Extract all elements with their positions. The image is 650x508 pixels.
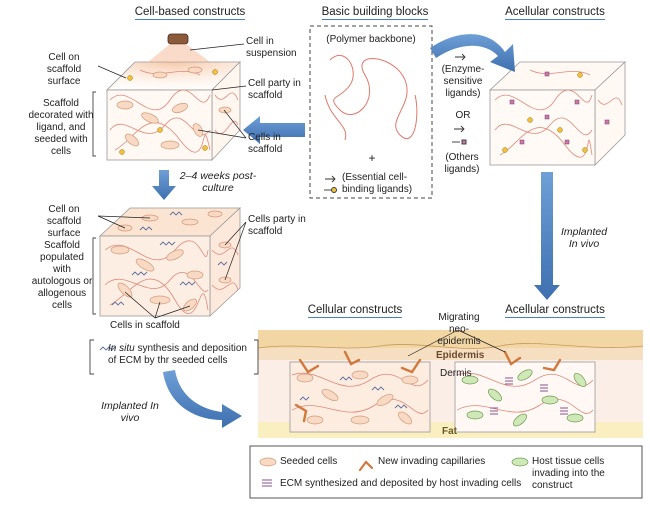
label-scaffold-populated: Scaffold populated with autologous or al…	[31, 240, 93, 311]
header-basic-blocks: Basic building blocks	[321, 6, 429, 20]
legend-seeded-cells: Seeded cells	[280, 456, 338, 467]
label-cell-on-scaffold-surface: Cell on scaffold surface	[46, 52, 82, 87]
cell-based-cube	[106, 33, 241, 162]
polymer-backbone-box	[309, 25, 433, 199]
header-cell-based: Cell-based constructs	[134, 6, 246, 20]
label-enzyme-ligands: (Enzyme-sensitive ligands)	[441, 64, 485, 99]
label-cells-in-scaffold-2: Cells in scaffold	[110, 320, 180, 331]
ecm-note-bracket	[89, 339, 259, 375]
label-implanted-right: Implanted In vivo	[560, 226, 608, 250]
header-acellular-top: Acellular constructs	[505, 6, 605, 20]
legend-box	[249, 445, 643, 499]
flow-arrows	[152, 34, 560, 428]
label-others-ligands: (Others ligands)	[444, 152, 480, 175]
legend-ecm-host: ECM synthesized and deposited by host in…	[280, 478, 522, 489]
label-implanted-left: Implanted In vivo	[101, 400, 159, 424]
acellular-ligand-glyphs	[324, 53, 467, 193]
post-culture-cube	[98, 207, 242, 317]
label-post-culture: 2–4 weeks post-culture	[179, 170, 257, 194]
legend-host-cells: Host tissue cells invading into the cons…	[532, 456, 605, 491]
header-acellular-bottom: Acellular constructs	[505, 304, 605, 318]
label-dermis: Dermis	[440, 368, 472, 379]
label-cell-party-in-scaffold: Cell party in scaffold	[248, 78, 301, 101]
label-or: OR	[455, 110, 471, 121]
ecm-note: In situ synthesis and deposition of ECM …	[108, 343, 254, 367]
label-cells-in-scaffold: Cells in scaffold	[248, 132, 283, 155]
skin-tissue	[257, 330, 644, 438]
ecm-note-italic: In situ	[108, 343, 135, 354]
label-cells-party-in-scaffold: Cells party in scaffold	[248, 214, 306, 237]
label-migrating-neo-epidermis: Migrating neo-epidermis	[437, 312, 481, 347]
label-cell-in-suspension: Cell in suspension	[246, 36, 297, 59]
label-brackets	[92, 91, 96, 315]
label-fat: Fat	[442, 426, 457, 437]
label-cell-on-scaffold-surface-2: Cell on scaffold surface	[46, 204, 82, 239]
acellular-cube	[488, 61, 627, 166]
legend-new-capillaries: New invading capillaries	[378, 456, 486, 467]
label-plus: +	[368, 151, 376, 165]
ecm-note-rest: synthesis and deposition of ECM by thr s…	[108, 343, 247, 366]
leader-lines	[97, 43, 506, 357]
label-scaffold-decorated: Scaffold decorated with ligand, and seed…	[28, 98, 94, 157]
label-essential-ligands: (Essential cell-binding ligands)	[342, 172, 413, 195]
label-epidermis: Epidermis	[436, 350, 485, 361]
header-cellular-bottom: Cellular constructs	[307, 304, 403, 318]
label-polymer-backbone: (Polymer backbone)	[326, 34, 416, 45]
